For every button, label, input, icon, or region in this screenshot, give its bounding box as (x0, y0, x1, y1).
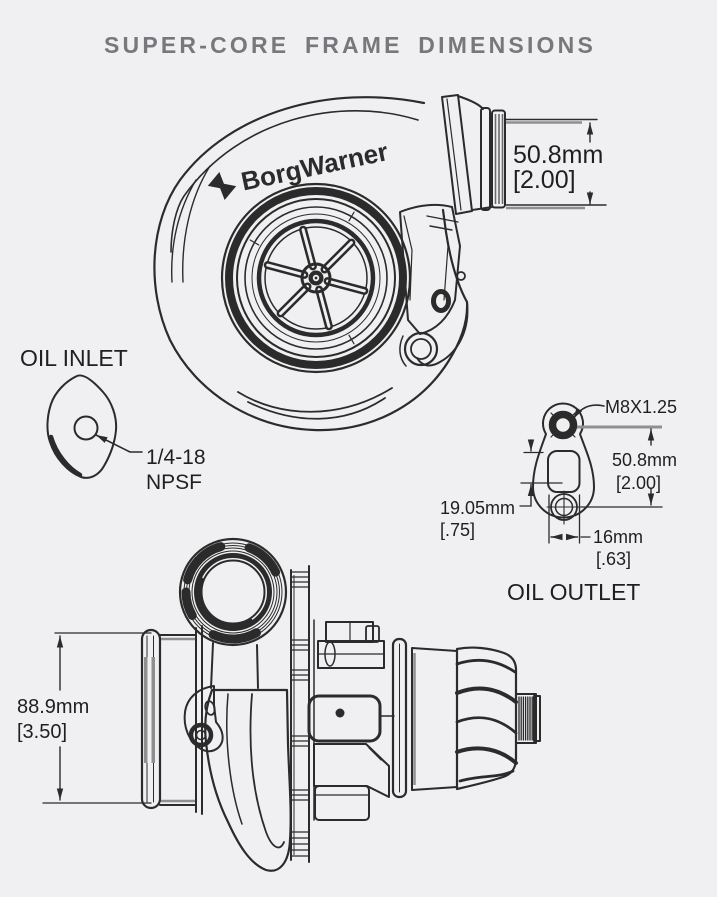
bolt-thread-text: M8X1.25 (605, 397, 677, 417)
borgwarner-bowtie-icon (207, 172, 237, 200)
bracket-bolt-hole (456, 271, 466, 281)
dimension-port-width: 16mm [.63] (548, 494, 643, 569)
bracket-slot-hole (204, 700, 216, 716)
backplate-serrations (290, 571, 310, 857)
dim-text-mm: 88.9mm (17, 696, 89, 718)
oil-inlet-pad-outline (46, 374, 118, 479)
turbine-blades (455, 658, 518, 783)
shaft-spline-stub (515, 693, 541, 744)
oil-inlet-detail: OIL INLET 1/4-18 NPSF (20, 345, 206, 494)
bracket-round-hole (188, 722, 214, 748)
oil-outlet-detail: M8X1.25 50.8mm [2.00] 19.05mm [.75] (440, 397, 677, 605)
housing-shoulder-arc (171, 165, 211, 283)
turbine-wheel-outline (455, 646, 518, 791)
compressor-bore-rings (220, 182, 412, 374)
volute-tongue (416, 301, 469, 367)
bolt-hole-bottom (546, 490, 582, 525)
dim-text-inch: [.63] (596, 549, 631, 569)
oil-inlet-port-hole (73, 415, 99, 441)
lower-boss (403, 331, 439, 367)
dimension-port-offset: 19.05mm [.75] (440, 439, 563, 540)
turbine-end (391, 637, 541, 799)
dim-text-inch: [.75] (440, 520, 475, 540)
thread-spec-line1: 1/4-18 (146, 446, 206, 469)
dim-text-mm: 50.8mm (612, 450, 677, 470)
dimension-compressor-outlet: 50.8mm [2.00] (505, 118, 607, 210)
bearing-housing (307, 621, 395, 821)
bracket-boss-hole (431, 289, 451, 313)
actuator-bracket-casting (399, 203, 466, 367)
wheel-spokes (263, 225, 369, 331)
center-housing-pad (307, 694, 382, 743)
oil-outlet-port (547, 450, 581, 493)
wheel-hub (300, 262, 332, 294)
dim-text-inch: [3.50] (17, 721, 67, 743)
mounting-bracket (183, 685, 224, 753)
compressor-inlet-flange (140, 628, 162, 810)
compressor-wheel (256, 218, 376, 338)
oil-outlet-label: OIL OUTLET (507, 579, 640, 605)
dim-text-mm: 19.05mm (440, 498, 515, 518)
oil-inlet-label: OIL INLET (20, 345, 128, 371)
volute-inner-contour (170, 110, 419, 253)
dim-text-mm: 50.8mm (513, 141, 603, 169)
compressor-outlet-ring (178, 537, 288, 647)
front-view-compressor-housing: BorgWarner (153, 94, 607, 432)
pad-bolt (335, 708, 345, 718)
dim-text-mm: 16mm (593, 527, 643, 547)
dimension-bolt-spacing: 50.8mm [2.00] (577, 425, 677, 508)
volute-lip-arc (237, 387, 393, 420)
leader-line-m8 (572, 404, 605, 420)
turbine-flange-disc (391, 637, 408, 799)
dimension-inlet-flange: 88.9mm [3.50] (17, 632, 152, 804)
backplate (290, 565, 315, 863)
oil-inlet-boss (317, 621, 385, 669)
oil-drain-boss (313, 743, 390, 821)
leader-line (95, 434, 143, 453)
volute-body-side (183, 642, 292, 872)
page-title: SUPER-CORE FRAME DIMENSIONS (104, 32, 596, 58)
thread-spec-line2: NPSF (146, 471, 202, 494)
compressor-outlet-tube (426, 94, 506, 231)
side-view-supercore: 88.9mm [3.50] (17, 537, 541, 872)
dim-text-inch: [2.00] (616, 473, 661, 493)
bolt-hole-top (548, 410, 578, 440)
inlet-duct (159, 625, 203, 815)
dim-text-inch: [2.00] (513, 166, 576, 194)
